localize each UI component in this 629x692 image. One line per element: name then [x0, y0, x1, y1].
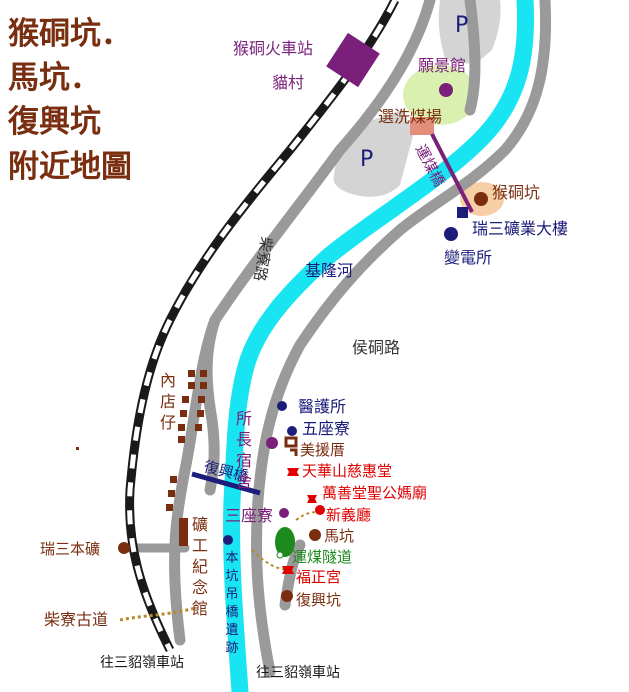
- neidianzai-houses: [76, 370, 207, 511]
- fuxing-mine-label[interactable]: 復興坑: [296, 591, 341, 609]
- substation-label[interactable]: 變電所: [444, 248, 492, 267]
- mazu-temple-icon[interactable]: [307, 495, 317, 503]
- cat-village-label[interactable]: 貓村: [272, 73, 304, 92]
- ruisan-main-mine-label[interactable]: 瑞三本礦: [40, 540, 100, 558]
- wish-hall-plaza: [403, 65, 477, 125]
- suspension-bridge-marker[interactable]: [223, 535, 233, 545]
- ruisan-building-label[interactable]: 瑞三礦業大樓: [472, 219, 568, 238]
- wish-hall-label[interactable]: 願景館: [418, 56, 466, 75]
- tunnel-entrance-marker[interactable]: [276, 551, 284, 559]
- mazu-temple-label[interactable]: 萬善堂聖公媽廟: [322, 484, 427, 502]
- title-line-4: 附近地圖: [8, 149, 132, 185]
- keelung-river[interactable]: [223, 0, 535, 692]
- title-line-3: 復興坑: [7, 104, 101, 140]
- fuxing-mine-marker[interactable]: [281, 590, 293, 602]
- houtong-branch[interactable]: [464, 0, 481, 116]
- railway-bed: [125, 0, 400, 653]
- coal-tunnel-marker[interactable]: [275, 527, 295, 557]
- coal-tunnel-label[interactable]: 運煤隧道: [292, 548, 352, 566]
- neidianzai-road[interactable]: [201, 314, 221, 496]
- director-dorm-marker[interactable]: [266, 437, 278, 449]
- five-dorm-label[interactable]: 五座寮: [302, 419, 350, 438]
- coal-bridge[interactable]: [430, 133, 474, 213]
- to-sandiao-left-label[interactable]: 往三貂嶺車站: [100, 654, 184, 671]
- miners-memorial-label[interactable]: 礦工紀念館: [192, 515, 208, 618]
- temple-icons[interactable]: [282, 468, 317, 574]
- cihui-hall-label[interactable]: 天華山慈惠堂: [302, 462, 392, 480]
- chaiqiao-trail-path[interactable]: [119, 606, 196, 622]
- neidianzai-label[interactable]: 內店仔: [160, 371, 176, 432]
- chaiqiao-road-label[interactable]: 柴寮路: [250, 235, 276, 282]
- ruisan-building-marker[interactable]: [457, 207, 468, 218]
- houtong-road-label[interactable]: 侯硐路: [352, 338, 400, 357]
- cihui-hall-icon[interactable]: [287, 468, 299, 476]
- parking-mid-label: P: [360, 147, 373, 172]
- clinic-label[interactable]: 醫護所: [298, 397, 346, 416]
- fuxing-bridge[interactable]: [191, 471, 261, 496]
- xinyi-hall-label[interactable]: 新義廳: [326, 506, 371, 524]
- houtong-mine-label[interactable]: 猴硐坑: [492, 183, 540, 202]
- three-dorm-label[interactable]: 三座寮: [225, 506, 273, 525]
- ruisan-main-mine-marker[interactable]: [118, 542, 130, 554]
- station-building[interactable]: [326, 32, 380, 88]
- keelung-river-label[interactable]: 基隆河: [305, 261, 353, 280]
- five-dorm-marker[interactable]: [287, 426, 297, 436]
- xinyi-hall-marker[interactable]: [315, 505, 325, 515]
- meiyuan-label[interactable]: 美援厝: [300, 441, 345, 459]
- fuzheng-temple-icon[interactable]: [282, 566, 294, 574]
- fuzheng-temple-label[interactable]: 福正宮: [296, 568, 341, 586]
- station-label[interactable]: 猴硐火車站: [233, 39, 313, 58]
- map-title: 猴硐坑． 馬坑． 復興坑 附近地圖: [7, 16, 132, 185]
- houtong-road[interactable]: [251, 0, 552, 678]
- title-line-1: 猴硐坑．: [8, 16, 132, 52]
- suspension-bridge-label[interactable]: 本坑吊橋遺跡: [225, 551, 238, 656]
- wish-hall-marker[interactable]: [439, 83, 453, 97]
- coal-prep-label[interactable]: 選洗煤場: [378, 107, 442, 126]
- houtong-mine-marker[interactable]: [474, 192, 488, 206]
- memorial-building[interactable]: [179, 518, 188, 546]
- ma-mine-marker[interactable]: [309, 529, 321, 541]
- chaiqiao-trail-label[interactable]: 柴寮古道: [44, 610, 108, 629]
- to-sandiao-right-label[interactable]: 往三貂嶺車站: [256, 664, 340, 681]
- parking-top-label: P: [455, 13, 468, 38]
- xinyi-trail-path[interactable]: [295, 511, 319, 521]
- title-line-2: 馬坑．: [8, 60, 101, 96]
- clinic-marker[interactable]: [277, 401, 287, 411]
- ma-mine-label[interactable]: 馬坑: [324, 527, 354, 545]
- substation-marker[interactable]: [444, 227, 458, 241]
- director-dorm-label[interactable]: 所長宿舍: [236, 409, 252, 491]
- coal-prep-building[interactable]: [410, 117, 434, 135]
- three-dorm-marker[interactable]: [279, 508, 289, 518]
- meiyuan-marker[interactable]: [284, 436, 298, 456]
